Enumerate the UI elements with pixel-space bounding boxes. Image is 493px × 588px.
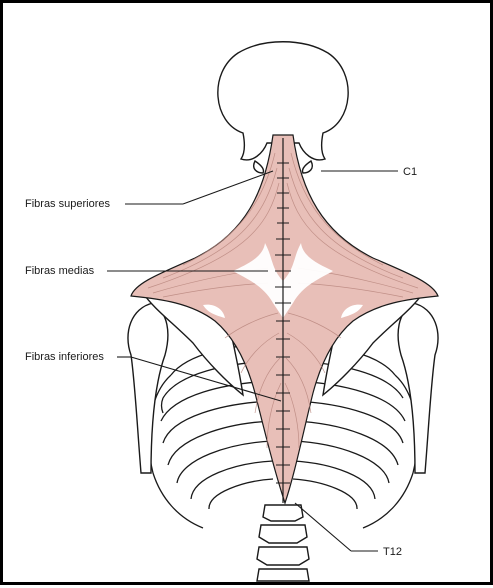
label-superior-fibers-text: Fibras superiores (25, 198, 110, 210)
label-t12-text: T12 (383, 546, 402, 558)
label-inferior-fibers-text: Fibras inferiores (25, 351, 104, 363)
trapezius-anatomy-diagram: C1 Fibras superiores Fibras medias Fibra… (3, 3, 493, 588)
label-t12: T12 (295, 503, 402, 558)
label-superior-fibers: Fibras superiores (25, 171, 273, 210)
label-c1: C1 (321, 166, 417, 178)
label-c1-text: C1 (403, 166, 417, 178)
lumbar-vertebrae (257, 505, 309, 581)
label-middle-fibers-text: Fibras medias (25, 265, 95, 277)
